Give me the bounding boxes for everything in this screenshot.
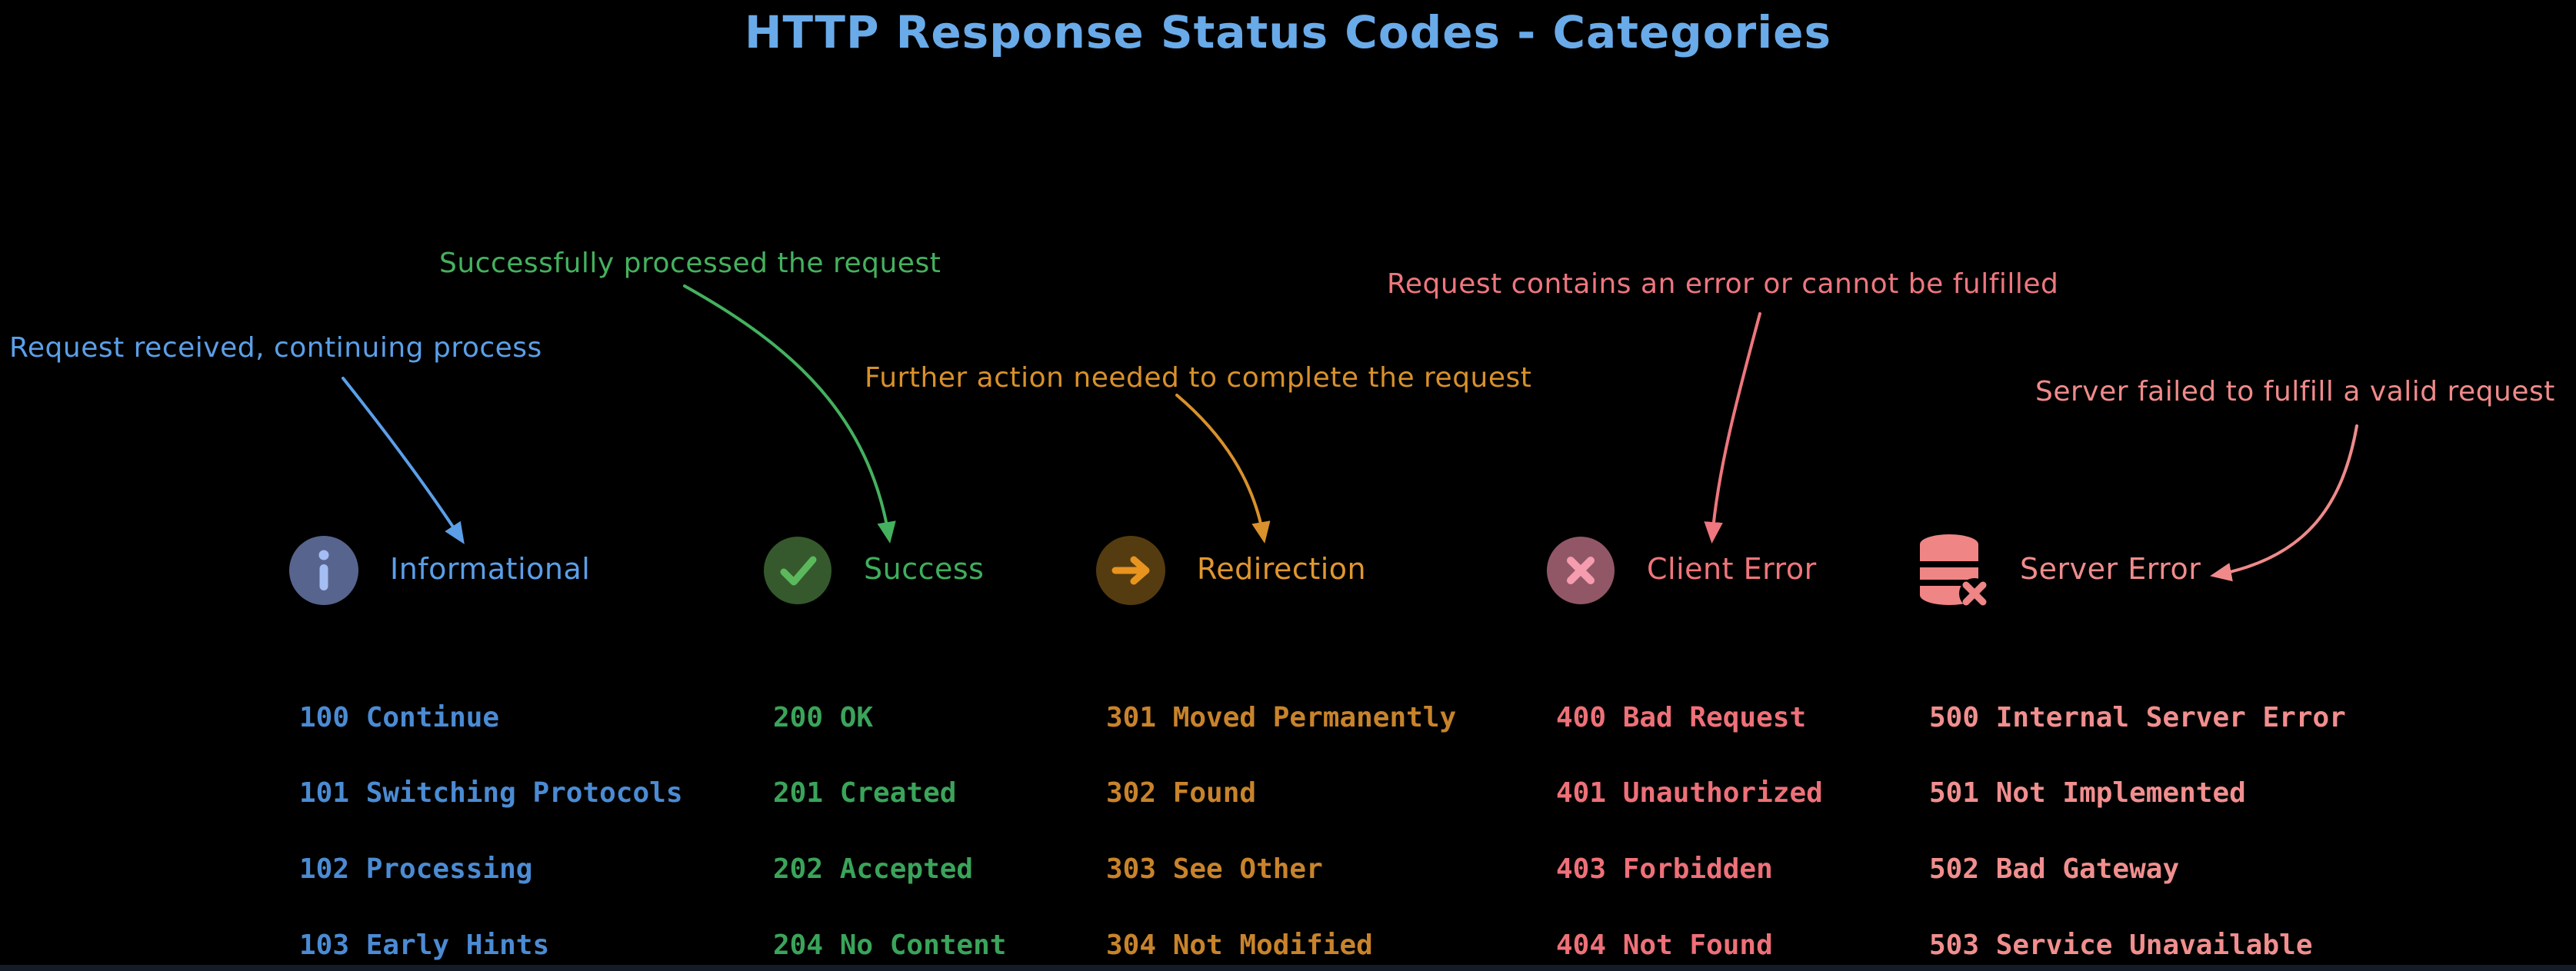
status-code-name: Bad Request (1622, 702, 1807, 733)
status-code-item: 204 No Content (773, 929, 1006, 961)
arrow-right-circle-icon (1095, 534, 1166, 607)
status-code-item: 102 Processing (299, 853, 532, 885)
status-code-item: 304 Not Modified (1106, 929, 1373, 961)
status-code-item: 302 Found (1106, 777, 1256, 809)
status-code-name: Not Implemented (1995, 777, 2246, 809)
annotation-informational: Request received, continuing process (9, 332, 542, 364)
status-code: 204 (773, 929, 824, 961)
status-code-name: Accepted (839, 853, 974, 885)
annotation-redirection: Further action needed to complete the re… (865, 362, 1532, 394)
category-column-client-error: Client Error 400 Bad Request 401 Unauthori… (1545, 0, 2130, 971)
status-code-name: Switching Protocols (365, 777, 683, 809)
x-circle-icon (1545, 534, 1616, 607)
status-code: 400 (1556, 702, 1607, 733)
status-code-item: 303 See Other (1106, 853, 1323, 885)
status-code: 102 (299, 853, 350, 885)
category-label-server-error: Server Error (2020, 552, 2201, 586)
status-code-item: 400 Bad Request (1556, 702, 1806, 733)
status-code-name: OK (839, 702, 874, 733)
status-code-item: 201 Created (773, 777, 956, 809)
status-code: 501 (1929, 777, 1980, 809)
status-code-item: 401 Unauthorized (1556, 777, 1823, 809)
info-icon (288, 534, 359, 607)
category-label-informational: Informational (390, 552, 591, 586)
category-column-server-error: Server Error 500 Internal Server Error 50… (1918, 0, 2503, 971)
status-code-name: Found (1172, 777, 1257, 809)
page-title: HTTP Response Status Codes - Categories (744, 6, 1832, 58)
status-code-name: Not Found (1622, 929, 1773, 961)
status-code: 303 (1106, 853, 1157, 885)
window-bottom-edge (0, 965, 2576, 971)
status-code-name: Internal Server Error (1995, 702, 2346, 733)
category-column-success: Success 200 OK 201 Created 202 Accepted 204… (762, 0, 1347, 971)
status-code-name: Processing (365, 853, 533, 885)
status-code-name: Unauthorized (1622, 777, 1823, 809)
status-code-name: Moved Permanently (1172, 702, 1457, 733)
status-code: 502 (1929, 853, 1980, 885)
category-column-informational: Informational 100 Continue 101 Switching P… (288, 0, 873, 971)
status-code-name: Created (839, 777, 957, 809)
status-code-name: Service Unavailable (1995, 929, 2313, 961)
status-code-item: 500 Internal Server Error (1929, 702, 2346, 733)
check-circle-icon (762, 534, 833, 607)
annotation-success: Successfully processed the request (439, 248, 941, 279)
status-code-name: See Other (1172, 853, 1323, 885)
status-code: 503 (1929, 929, 1980, 961)
status-code: 201 (773, 777, 824, 809)
status-code: 304 (1106, 929, 1157, 961)
status-code: 301 (1106, 702, 1157, 733)
status-code-item: 503 Service Unavailable (1929, 929, 2313, 961)
annotation-server-error: Server failed to fulfill a valid request (2035, 376, 2555, 407)
status-code-name: No Content (839, 929, 1007, 961)
status-code-item: 403 Forbidden (1556, 853, 1773, 885)
status-code-item: 103 Early Hints (299, 929, 549, 961)
status-code-item: 100 Continue (299, 702, 499, 733)
status-code-name: Continue (365, 702, 500, 733)
status-code-name: Bad Gateway (1995, 853, 2180, 885)
status-code: 100 (299, 702, 350, 733)
status-code-name: Forbidden (1622, 853, 1773, 885)
annotation-client-error: Request contains an error or cannot be f… (1387, 268, 2059, 300)
status-code: 404 (1556, 929, 1607, 961)
status-code: 103 (299, 929, 350, 961)
status-code-item: 101 Switching Protocols (299, 777, 683, 809)
status-code: 500 (1929, 702, 1980, 733)
status-code: 202 (773, 853, 824, 885)
category-label-redirection: Redirection (1197, 552, 1367, 586)
category-label-success: Success (864, 552, 985, 586)
status-code-item: 502 Bad Gateway (1929, 853, 2179, 885)
status-code-name: Early Hints (365, 929, 550, 961)
status-code-item: 200 OK (773, 702, 873, 733)
status-code-item: 301 Moved Permanently (1106, 702, 1456, 733)
status-code: 403 (1556, 853, 1607, 885)
status-code: 101 (299, 777, 350, 809)
status-code: 302 (1106, 777, 1157, 809)
status-code-item: 202 Accepted (773, 853, 973, 885)
database-x-icon (1918, 534, 1990, 609)
status-code-item: 404 Not Found (1556, 929, 1773, 961)
category-column-redirection: Redirection 301 Moved Permanently 302 Foun… (1095, 0, 1680, 971)
category-label-client-error: Client Error (1647, 552, 1817, 586)
status-code-item: 501 Not Implemented (1929, 777, 2246, 809)
status-code-name: Not Modified (1172, 929, 1373, 961)
status-code: 200 (773, 702, 824, 733)
status-code: 401 (1556, 777, 1607, 809)
